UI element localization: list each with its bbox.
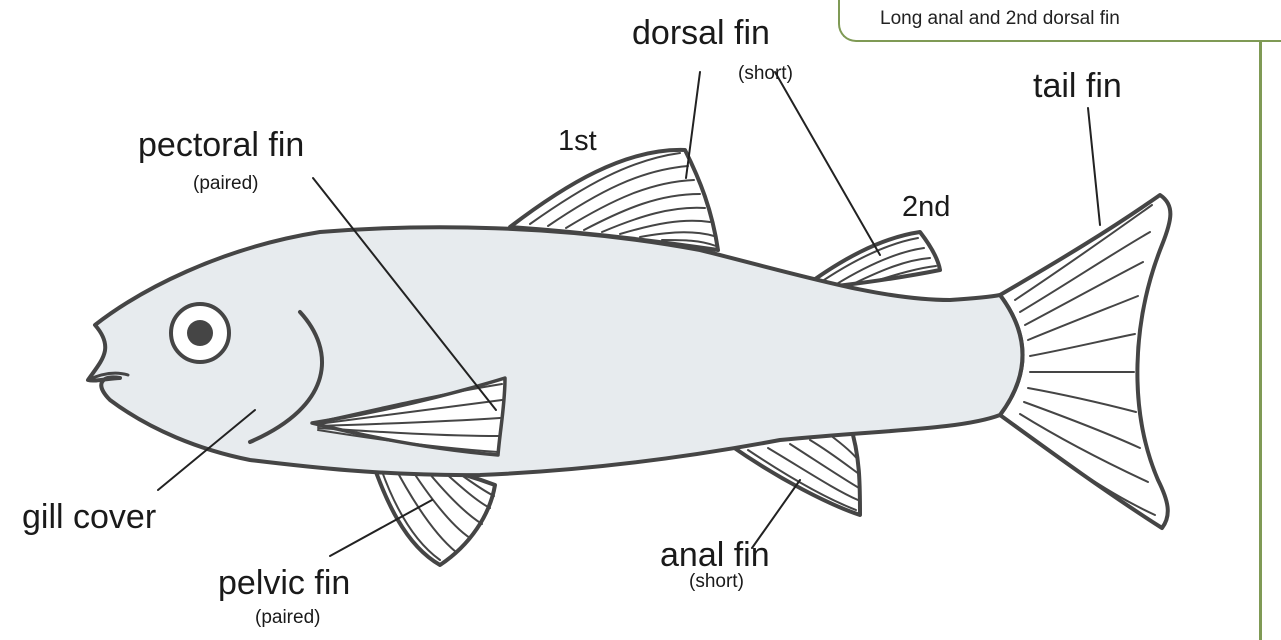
eye-pupil xyxy=(187,320,213,346)
pelvic-fin-label: pelvic fin xyxy=(218,566,350,600)
anal-fin-label: anal fin xyxy=(660,538,770,572)
tail-fin xyxy=(1000,195,1170,528)
pectoral-fin-label: pectoral fin xyxy=(138,128,304,162)
first-dorsal-label: 1st xyxy=(558,127,597,156)
dorsal-fin-sublabel: (short) xyxy=(738,64,793,83)
gill-cover-label: gill cover xyxy=(22,500,156,534)
second-dorsal-label: 2nd xyxy=(902,193,950,222)
tail-fin-label: tail fin xyxy=(1033,69,1122,103)
anal-fin-sublabel: (short) xyxy=(689,572,744,591)
dorsal-fin-label: dorsal fin xyxy=(632,16,770,50)
pectoral-fin-sublabel: (paired) xyxy=(193,174,258,193)
pelvic-fin-sublabel: (paired) xyxy=(255,608,320,627)
